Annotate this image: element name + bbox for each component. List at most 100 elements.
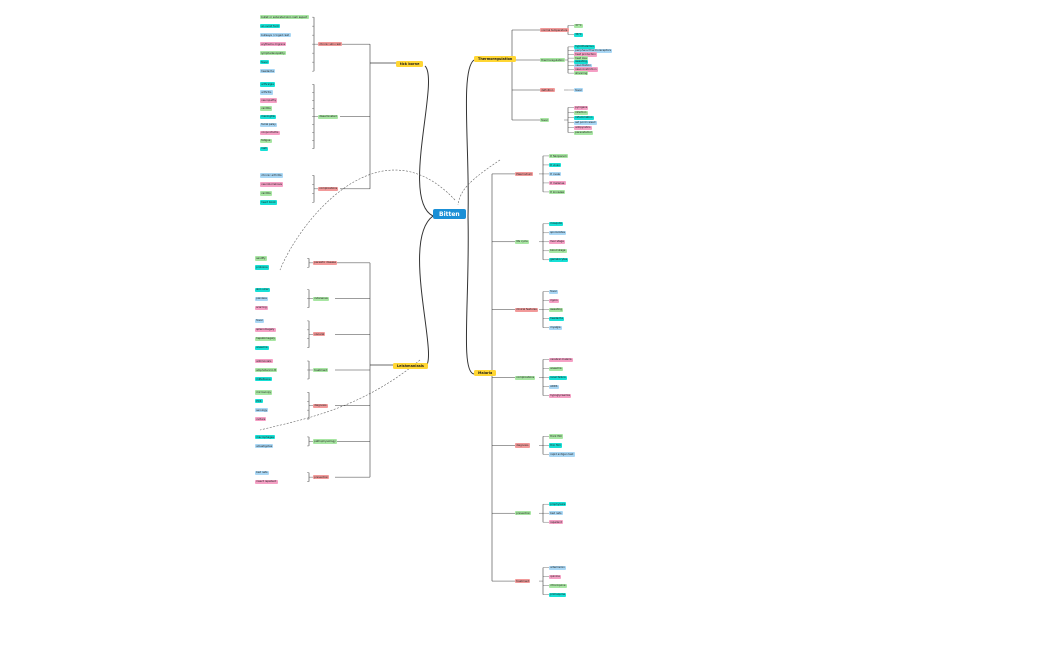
leaf-node[interactable]: heart block: [260, 200, 277, 205]
leaf-node[interactable]: P. falciparum: [549, 153, 569, 159]
leaf-node[interactable]: insect repellent: [255, 479, 278, 484]
leaf-node[interactable]: gametocytes: [549, 257, 569, 262]
leaf-node[interactable]: rigors: [549, 298, 559, 303]
topic-leishmaniasis[interactable]: Leishmaniasis: [393, 363, 428, 369]
leaf-node[interactable]: carditis: [260, 191, 272, 196]
leaf-node[interactable]: P. knowlesi: [549, 189, 566, 195]
leaf-node[interactable]: renal failure: [549, 375, 567, 380]
leaf-node[interactable]: microscopy: [255, 390, 273, 395]
leaf-node[interactable]: cerebral malaria: [549, 357, 573, 362]
leaf-node[interactable]: hypoglycaemia: [549, 393, 572, 398]
branch-node[interactable]: chronic skin rash: [318, 42, 343, 47]
branch-node[interactable]: treatment: [313, 368, 329, 373]
leaf-node[interactable]: fever: [574, 88, 584, 93]
leaf-node[interactable]: thick film: [549, 434, 564, 439]
leaf-node[interactable]: sweating: [574, 59, 589, 65]
leaf-node[interactable]: antipyretics: [574, 125, 592, 130]
leaf-node[interactable]: amphotericin B: [255, 368, 278, 373]
leaf-node[interactable]: hepatomegaly: [255, 336, 277, 341]
leaf-node[interactable]: liver stage: [549, 239, 566, 244]
leaf-node[interactable]: headache: [549, 316, 565, 321]
leaf-node[interactable]: neuroborreliosis: [260, 182, 284, 187]
leaf-node[interactable]: bed nets: [255, 470, 269, 475]
leaf-node[interactable]: 36°C: [574, 32, 583, 37]
leaf-node[interactable]: inflammation: [574, 115, 594, 120]
leaf-node[interactable]: peripheral thermoreceptors: [574, 48, 613, 53]
branch-node[interactable]: life cycle: [515, 239, 529, 244]
leaf-node[interactable]: ARDS: [549, 384, 559, 389]
leaf-node[interactable]: serology: [255, 408, 269, 413]
leaf-node[interactable]: fever: [260, 60, 270, 65]
leaf-node[interactable]: facial palsy: [260, 122, 278, 127]
branch-node[interactable]: prevention: [515, 511, 532, 516]
leaf-node[interactable]: 37°C: [574, 23, 583, 28]
leaf-node[interactable]: PCR: [255, 399, 263, 404]
leaf-node[interactable]: splenomegaly: [255, 327, 276, 332]
leaf-node[interactable]: sporozoites: [549, 230, 567, 235]
leaf-node[interactable]: rash: [260, 146, 269, 151]
branch-node[interactable]: Plasmodium: [515, 171, 534, 177]
leaf-node[interactable]: infection: [574, 110, 588, 115]
leaf-node[interactable]: conjunctivitis: [260, 130, 280, 135]
leaf-node[interactable]: scarring: [255, 305, 268, 310]
leaf-node[interactable]: skin ulcer: [255, 287, 270, 292]
leaf-node[interactable]: erythema migrans: [260, 42, 287, 47]
leaf-node[interactable]: miltefosine: [255, 377, 272, 382]
branch-node[interactable]: parasitic disease: [313, 260, 338, 266]
root-node[interactable]: Bitten: [433, 209, 466, 219]
topic-thermoregulation[interactable]: Thermoregulation: [474, 56, 517, 62]
topic-tick-borne[interactable]: tick borne: [396, 61, 424, 67]
leaf-node[interactable]: arthralgia: [260, 82, 276, 87]
leaf-node[interactable]: bullseye / ringed rash: [260, 33, 291, 38]
leaf-node[interactable]: anaemia: [255, 345, 269, 350]
leaf-node[interactable]: meningitis: [260, 114, 276, 119]
leaf-node[interactable]: lymphadenopathy: [260, 51, 286, 56]
leaf-node[interactable]: thin film: [549, 443, 563, 448]
leaf-node[interactable]: P. malariae: [549, 180, 566, 186]
leaf-node[interactable]: antimonials: [255, 359, 273, 364]
leaf-node[interactable]: quinine: [549, 574, 561, 579]
branch-node[interactable]: fever: [540, 118, 550, 123]
leaf-node[interactable]: carditis: [260, 106, 272, 111]
branch-node[interactable]: treatment: [515, 579, 531, 584]
leaf-node[interactable]: anaemia: [549, 366, 563, 371]
leaf-node[interactable]: bed nets: [549, 511, 563, 516]
branch-node[interactable]: prevention: [313, 475, 330, 480]
leaf-node[interactable]: painless: [255, 296, 268, 301]
branch-node[interactable]: complications: [515, 375, 536, 380]
topic-malaria[interactable]: Malaria: [474, 370, 497, 376]
leaf-node[interactable]: blood stage: [549, 248, 567, 253]
leaf-node[interactable]: an ovoid form: [260, 24, 281, 29]
branch-node[interactable]: pathophysiology: [313, 439, 337, 444]
leaf-node[interactable]: shivering: [574, 71, 589, 76]
leaf-node[interactable]: chloroquine: [549, 583, 567, 588]
leaf-node[interactable]: vasoconstriction: [574, 67, 598, 72]
leaf-node[interactable]: bullet or saturated skin rash aspect: [260, 15, 309, 20]
leaf-node[interactable]: headache: [260, 69, 276, 74]
leaf-node[interactable]: rapid antigen test: [549, 452, 575, 457]
branch-node[interactable]: definition: [540, 88, 555, 93]
leaf-node[interactable]: amastigotes: [255, 443, 274, 449]
branch-node[interactable]: cutaneous: [313, 296, 329, 301]
leaf-node[interactable]: fever: [549, 289, 559, 294]
leaf-node[interactable]: fever: [255, 318, 265, 324]
leaf-node[interactable]: protozoa: [255, 265, 269, 270]
leaf-node[interactable]: vasodilation: [574, 63, 593, 68]
leaf-node[interactable]: culture: [255, 417, 267, 422]
branch-node[interactable]: disseminated: [318, 114, 338, 119]
leaf-node[interactable]: set point raised: [574, 120, 597, 125]
branch-node[interactable]: visceral: [313, 332, 326, 337]
branch-node[interactable]: diagnosis: [313, 403, 328, 408]
branch-node[interactable]: normal temperature: [540, 28, 569, 33]
branch-node[interactable]: clinical features: [515, 307, 538, 312]
leaf-node[interactable]: arthritis: [260, 90, 273, 95]
leaf-node[interactable]: sweating: [549, 307, 564, 312]
leaf-node[interactable]: heat loss: [574, 56, 589, 61]
leaf-node[interactable]: sandfly: [255, 256, 267, 261]
leaf-node[interactable]: P. vivax: [549, 162, 562, 168]
leaf-node[interactable]: fatigue: [260, 138, 272, 143]
leaf-node[interactable]: mosquito: [549, 221, 564, 226]
leaf-node[interactable]: paracetamol: [574, 130, 593, 135]
leaf-node[interactable]: chronic arthritis: [260, 173, 283, 178]
leaf-node[interactable]: P. ovale: [549, 171, 562, 177]
